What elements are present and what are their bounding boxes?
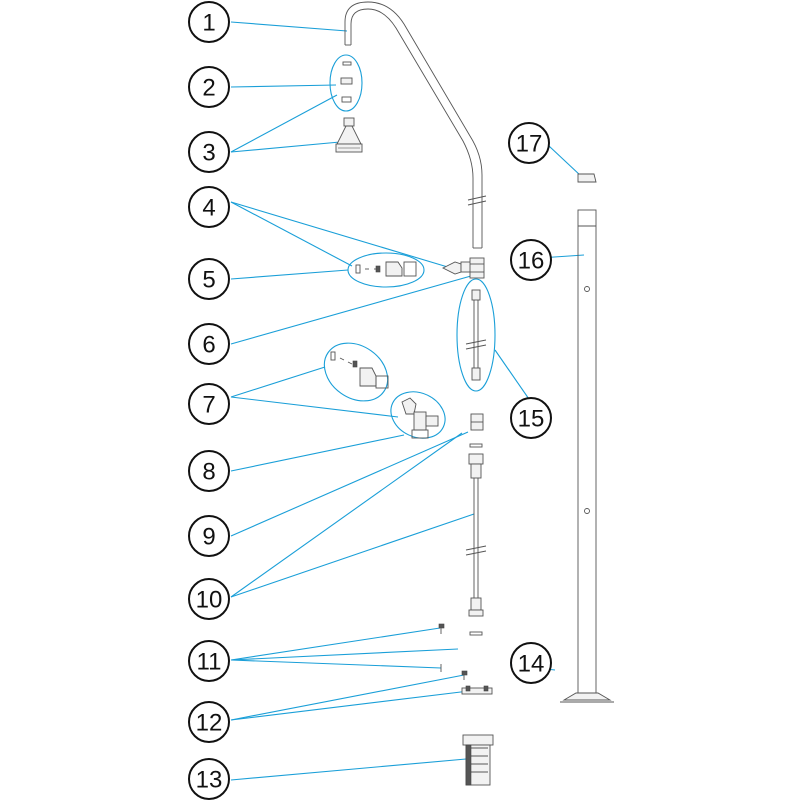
leader-8	[230, 434, 405, 472]
leader-3b	[230, 141, 341, 153]
callout-16: 16	[510, 239, 552, 281]
leader-1	[230, 21, 348, 32]
flexible-hose-lower	[465, 453, 487, 617]
svg-text:10: 10	[196, 587, 223, 614]
leader-11a	[230, 627, 441, 661]
leader-12a	[230, 674, 465, 721]
leader-12b	[230, 690, 470, 721]
svg-text:3: 3	[202, 140, 215, 167]
leader-11c	[230, 659, 442, 669]
ellipse-part-7	[323, 342, 389, 402]
svg-text:15: 15	[518, 406, 545, 433]
parts	[330, 1, 614, 786]
callout-8: 8	[188, 450, 230, 492]
flexible-hose-upper	[465, 289, 487, 381]
leader-11b	[230, 648, 459, 661]
column-cap	[577, 173, 597, 183]
screws-and-washer	[438, 623, 483, 672]
leader-3a	[230, 94, 338, 153]
valve-body	[441, 257, 485, 279]
leader-6	[230, 273, 479, 345]
svg-text:1: 1	[202, 10, 215, 37]
washer-upper	[469, 443, 483, 448]
callout-12: 12	[188, 701, 230, 743]
callout-2: 2	[188, 66, 230, 108]
shower-fittings	[340, 61, 353, 103]
leader-17	[548, 145, 582, 177]
ellipse-part-5	[347, 252, 425, 288]
ellipse-part-15	[456, 278, 496, 392]
svg-text:6: 6	[202, 332, 215, 359]
connector	[470, 413, 484, 431]
leader-9	[230, 431, 469, 537]
leader-7b	[230, 396, 399, 418]
shower-head	[335, 117, 363, 153]
callouts: 1 2 3 4 5 6 7 8 9 10 11 12 13 14 15 16 1…	[188, 1, 552, 800]
callout-5: 5	[188, 258, 230, 300]
callout-10: 10	[188, 578, 230, 620]
valve-assembly	[355, 261, 417, 277]
t-valve	[401, 397, 439, 439]
callout-1: 1	[188, 1, 230, 43]
callout-6: 6	[188, 323, 230, 365]
callout-13: 13	[188, 758, 230, 800]
leader-5	[230, 269, 349, 280]
leader-4a	[230, 201, 353, 267]
group-ellipses	[323, 54, 496, 439]
valve-subassembly	[330, 351, 389, 389]
svg-text:5: 5	[202, 267, 215, 294]
svg-text:13: 13	[196, 767, 223, 794]
leader-10a	[230, 432, 463, 598]
svg-text:11: 11	[197, 649, 222, 676]
callout-14: 14	[510, 642, 552, 684]
callout-17: 17	[508, 122, 550, 164]
leader-lines	[230, 21, 585, 781]
svg-text:16: 16	[518, 248, 545, 275]
svg-text:8: 8	[202, 459, 215, 486]
svg-text:14: 14	[518, 651, 545, 678]
callout-9: 9	[188, 515, 230, 557]
shower-gooseneck-pipe	[344, 1, 487, 249]
callout-7: 7	[188, 383, 230, 425]
leader-2	[230, 84, 337, 88]
svg-text:7: 7	[202, 392, 215, 419]
callout-3: 3	[188, 131, 230, 173]
base-plate-fixing	[461, 670, 493, 695]
column-base	[560, 692, 614, 703]
leader-13	[230, 758, 467, 781]
svg-text:17: 17	[516, 131, 543, 158]
callout-11: 11	[188, 640, 230, 682]
leader-10b	[230, 513, 475, 598]
svg-text:4: 4	[202, 195, 215, 222]
ellipse-part-2	[329, 54, 363, 112]
leader-7a	[230, 366, 326, 398]
callout-15: 15	[510, 397, 552, 439]
svg-text:9: 9	[202, 524, 215, 551]
leader-4b	[230, 201, 452, 269]
shower-column	[577, 209, 597, 699]
ellipse-part-8	[390, 391, 446, 439]
svg-text:2: 2	[202, 75, 215, 102]
callout-4: 4	[188, 186, 230, 228]
svg-text:12: 12	[196, 710, 223, 737]
anchor-sleeve	[462, 734, 494, 786]
